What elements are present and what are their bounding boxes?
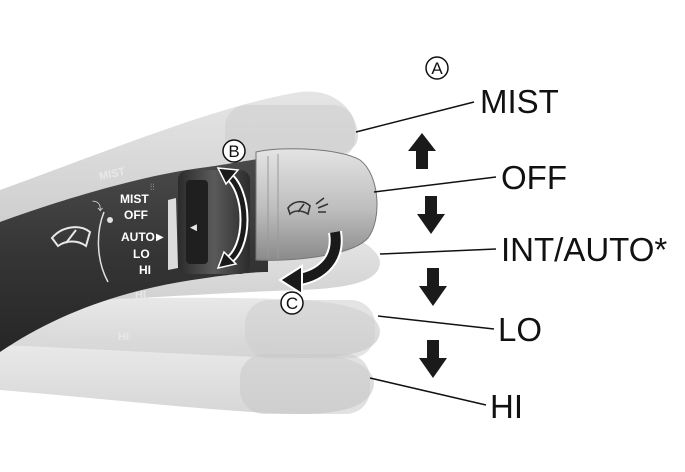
leader-int-auto xyxy=(379,248,497,255)
ghost-label-hi-1: HI xyxy=(135,289,146,301)
callout-b-letter: B xyxy=(228,142,239,161)
scale-label-hi: HI xyxy=(139,263,151,277)
down-arrow-icon xyxy=(419,268,447,306)
callout-b: B xyxy=(222,139,246,163)
callout-a: A xyxy=(425,56,449,80)
callout-a-letter: A xyxy=(431,59,443,78)
scale-tick-arc xyxy=(97,211,113,283)
front-wiper-icon xyxy=(50,226,92,248)
scale-bars-icon: ⫶⫶ xyxy=(150,182,178,270)
intermittent-ring[interactable]: ◀ xyxy=(178,170,250,274)
label-int-auto: INT/AUTO* xyxy=(501,231,667,268)
ghost-label-mist: MIST xyxy=(98,166,126,183)
washer-spray-icon: ⤵ xyxy=(92,200,103,213)
auto-pointer-icon: ▶ xyxy=(156,232,164,243)
down-arrow-icon xyxy=(419,340,447,378)
label-lo: LO xyxy=(498,311,542,348)
leader-mist xyxy=(355,101,475,133)
scale-label-auto: AUTO xyxy=(121,230,155,244)
ghost-cap-mist xyxy=(225,105,355,160)
label-mist: MIST xyxy=(480,83,559,120)
scale-label-off: OFF xyxy=(124,208,148,222)
up-arrow-icon xyxy=(408,133,436,169)
rotate-arrow-icon xyxy=(216,167,249,270)
leader-lo xyxy=(377,315,495,330)
scale-label-mist: MIST xyxy=(120,192,149,206)
label-hi: HI xyxy=(490,388,523,425)
scale-label-auto-group: AUTO ▶ xyxy=(121,230,164,244)
leader-lines xyxy=(355,101,497,406)
down-arrow-icon xyxy=(417,196,445,234)
dial-rotate-arrow-icon xyxy=(278,230,343,296)
ghost-cap-lo xyxy=(245,300,375,358)
callout-c: C xyxy=(280,291,304,315)
leader-hi xyxy=(369,377,487,406)
scale-label-lo: LO xyxy=(133,247,150,261)
ring-pointer-icon: ◀ xyxy=(190,223,197,233)
ghost-label-hi-2: HI xyxy=(118,331,129,343)
ghost-cap-hi xyxy=(240,354,370,414)
label-off: OFF xyxy=(501,159,567,196)
leader-off xyxy=(373,176,497,193)
svg-text:⫶⫶: ⫶⫶ xyxy=(150,182,155,193)
wiper-washer-icon xyxy=(287,197,329,216)
direction-arrows xyxy=(408,133,447,378)
callout-c-letter: C xyxy=(286,294,298,313)
